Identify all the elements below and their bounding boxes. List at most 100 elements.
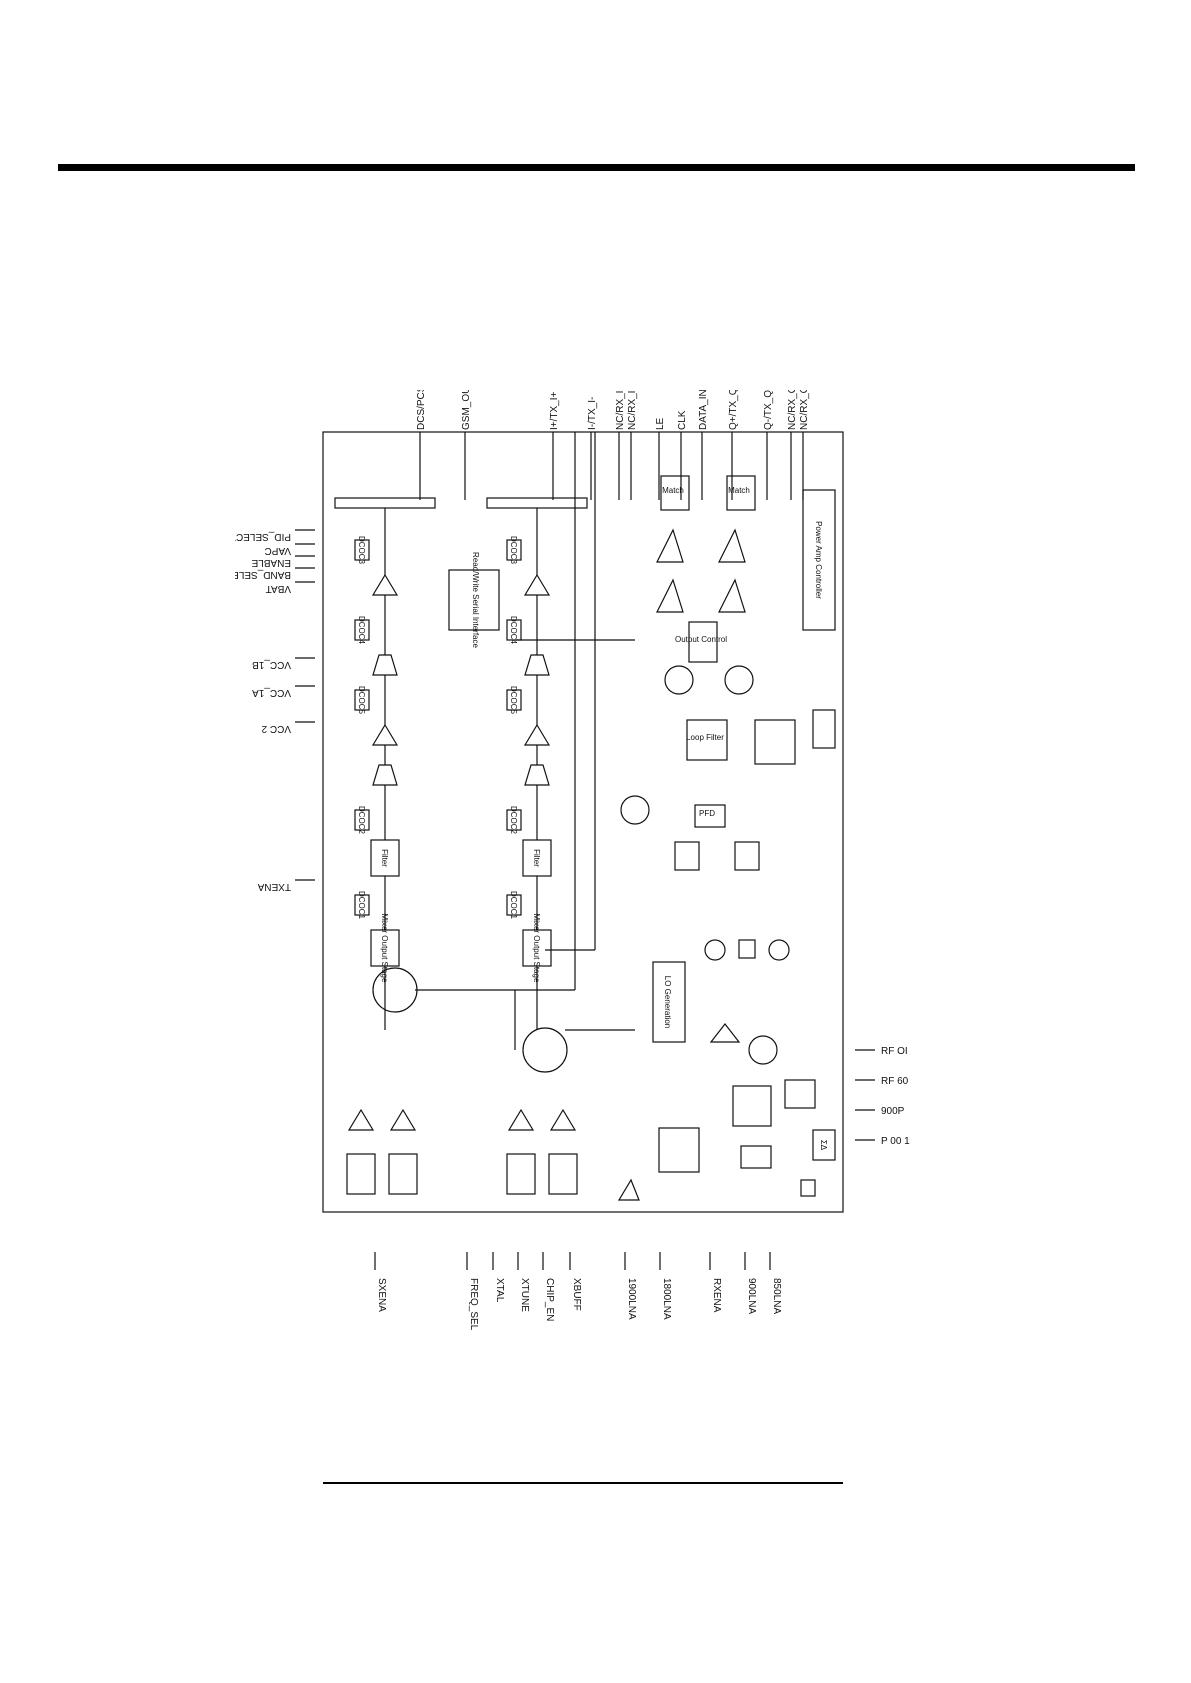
gain-amp [523, 723, 551, 746]
synth-vco [748, 1035, 778, 1065]
svg-text:Read/Write Serial Interface: Read/Write Serial Interface [471, 552, 480, 648]
left-pin-label: VBAT [266, 583, 291, 594]
svg-text:Match: Match [728, 486, 750, 495]
block-label: DCOC2 [509, 806, 518, 835]
lna-1900 [549, 1108, 577, 1131]
bottom-rule [323, 1482, 843, 1484]
svg-text:Output Control: Output Control [675, 635, 727, 644]
top-pin-label: GSM_OUT [461, 390, 472, 430]
left-pin-label: ENABLE [251, 557, 291, 568]
bottom-pin-label: 850LNA [771, 1278, 782, 1314]
svg-text:ΣΔ: ΣΔ [819, 1140, 828, 1151]
mux-i [486, 497, 588, 509]
block-label: Filter [380, 849, 389, 867]
bottom-pin-label: XBUFF [571, 1278, 582, 1311]
filter-block [524, 654, 550, 676]
gain-amp [523, 573, 551, 596]
block-label: Mixer Output Stage [380, 914, 389, 983]
match-lna [506, 1153, 536, 1195]
top-pin-label: LE [655, 417, 666, 430]
right-pin-label: RF OI [881, 1046, 908, 1057]
block-label: DCOC4 [509, 616, 518, 645]
dcoc-block [506, 689, 522, 711]
dcoc-block [506, 539, 522, 561]
wiring [415, 432, 596, 991]
svg-text:Match: Match [662, 486, 684, 495]
block-label: DCOC5 [357, 686, 366, 715]
block-label: DCOC3 [509, 536, 518, 565]
crystal-oscillator [658, 1127, 700, 1173]
high-band-vco [724, 665, 754, 695]
block-label: DCOC5 [509, 686, 518, 715]
filter-box [522, 839, 552, 877]
chip-outline [322, 431, 844, 1213]
left-pin-label: VAPC [265, 545, 292, 556]
rx-mixer-high [522, 1027, 568, 1073]
bottom-pin-label: 1800LNA [661, 1278, 672, 1320]
top-pin-label: I+/TX_I+ [549, 391, 560, 430]
wiring [514, 639, 635, 1050]
bottom-pin-label: CHIP_EN [544, 1278, 555, 1321]
bottom-pin-label: RXENA [711, 1278, 722, 1313]
low-band-vco [664, 665, 694, 695]
dcoc-block [354, 689, 370, 711]
mixer-output-stage [370, 929, 400, 967]
match-block [660, 475, 690, 511]
bottom-pin-label: 1900LNA [626, 1278, 637, 1320]
left-pin-label: VCC_1A [252, 687, 291, 698]
mixer-circle [620, 795, 650, 825]
filter-block [524, 764, 550, 786]
top-pin-label: NC/RX_Q+ [787, 390, 798, 430]
block-label: Mixer Output Stage [532, 914, 541, 983]
loop-filter-synth [732, 1085, 772, 1127]
dcoc-block [354, 894, 370, 916]
limiter [734, 841, 760, 871]
bottom-pin-label: 900LNA [746, 1278, 757, 1314]
block-label: DCOC3 [357, 536, 366, 565]
left-pin-label: TXENA [257, 881, 291, 892]
lna-900 [389, 1108, 417, 1131]
lna-1800 [507, 1108, 535, 1131]
tx-mixer-i [768, 939, 790, 961]
filter-block [372, 654, 398, 676]
dcoc-block [506, 619, 522, 641]
power-amp-controller [802, 489, 836, 631]
svg-text:Power Amp Controller: Power Amp Controller [814, 521, 823, 599]
top-pin-label: NC/RX_I+ [615, 390, 626, 430]
block-label: DCOC4 [357, 616, 366, 645]
match-lna [388, 1153, 418, 1195]
block-label: DCOC1 [509, 891, 518, 920]
filter-box [370, 839, 400, 877]
match-lna [548, 1153, 578, 1195]
top-pin-label: DATA_IN [698, 390, 709, 430]
rw-serial-interface [448, 569, 500, 631]
limiter [674, 841, 700, 871]
lo-generation [652, 961, 686, 1043]
block-label: DCOC1 [357, 891, 366, 920]
gain-amp [371, 573, 399, 596]
pa-triangle [718, 528, 746, 563]
gain-amp [371, 723, 399, 746]
top-rule [58, 164, 1135, 171]
top-pin-label: NC/RX_I- [627, 390, 638, 430]
top-pin-label: DCS/PCS_OUT [416, 390, 427, 430]
svg-text:LO Generation: LO Generation [663, 976, 672, 1028]
right-pin-label: P 00 1 [881, 1136, 910, 1147]
top-pin-label: I-/TX_I- [587, 397, 598, 430]
synth-buffer [709, 1023, 741, 1043]
match-lna [346, 1153, 376, 1195]
bottom-pin-label: XTAL [494, 1278, 505, 1303]
left-pin-label: VCC 2 [261, 723, 291, 734]
mixer-output-stage [522, 929, 552, 967]
left-pin-label: BAND_SELECT [235, 569, 291, 580]
block-diagram: Match Match Power Amp Controller Output … [235, 390, 935, 1350]
pa-triangle [656, 528, 684, 563]
pfd-block [694, 804, 726, 828]
pfd-synth [740, 1145, 772, 1169]
dcoc-block [354, 539, 370, 561]
svg-text:PFD: PFD [699, 809, 715, 818]
sigma-delta [812, 1129, 836, 1161]
loop-filter-programming [754, 719, 796, 765]
top-pin-label: Q-/TX_Q- [763, 390, 774, 430]
div-n-block [784, 1079, 816, 1109]
